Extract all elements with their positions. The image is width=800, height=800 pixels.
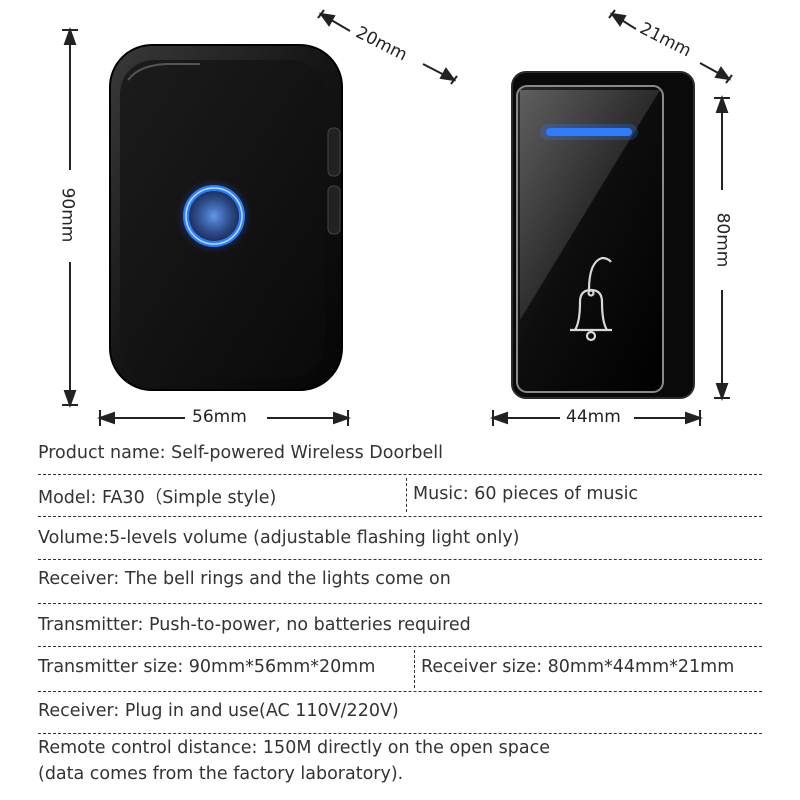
receiver-height-label: 80mm — [712, 212, 733, 268]
divider — [38, 733, 762, 734]
spec-remote-distance: Remote control distance: 150M directly o… — [38, 738, 551, 758]
divider — [38, 646, 762, 647]
divider — [38, 516, 762, 517]
transmitter-height-label: 90mm — [57, 187, 78, 243]
spec-remote-note: (data comes from the factory laboratory)… — [38, 764, 404, 784]
divider — [38, 559, 762, 560]
spec-music: Music: 60 pieces of music — [413, 484, 639, 504]
spec-receiver-size: Receiver size: 80mm*44mm*21mm — [421, 657, 735, 677]
spec-receiver-function: Receiver: The bell rings and the lights … — [38, 569, 451, 589]
spec-model: Model: FA30（Simple style) — [38, 488, 277, 508]
transmitter-device — [109, 44, 343, 391]
transmitter-width-label: 56mm — [192, 407, 247, 427]
receiver-width-label: 44mm — [566, 407, 621, 427]
spec-transmitter-size: Transmitter size: 90mm*56mm*20mm — [38, 657, 376, 677]
spec-product-name: Product name: Self-powered Wireless Door… — [38, 443, 443, 463]
column-divider — [414, 650, 415, 688]
dimension-lines — [62, 9, 733, 426]
receiver-device — [511, 71, 695, 399]
product-illustration — [62, 9, 733, 426]
bell-icon — [570, 256, 612, 342]
spec-volume: Volume:5-levels volume (adjustable flash… — [38, 528, 520, 548]
divider — [38, 474, 762, 475]
divider — [38, 691, 762, 692]
divider — [38, 603, 762, 604]
spec-transmitter: Transmitter: Push-to-power, no batteries… — [38, 615, 471, 635]
spec-receiver-power: Receiver: Plug in and use(AC 110V/220V) — [38, 701, 399, 721]
column-divider — [406, 478, 407, 512]
